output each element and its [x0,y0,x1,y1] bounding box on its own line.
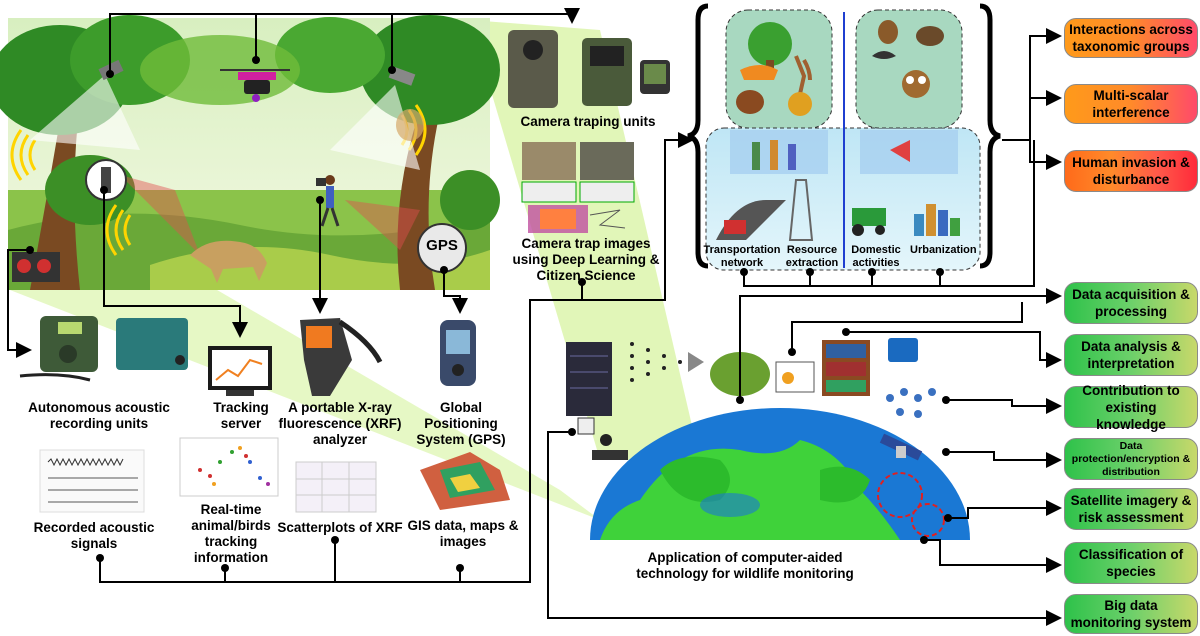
urbanization-label: Urbanization [910,244,977,256]
outcome-text: Multi-scalar interference [1092,88,1170,120]
transport-label: Transportation network [703,244,781,269]
acoustic-recorder-icon [19,316,188,382]
camera-units-label: Camera traping units [520,114,656,129]
server-rack-icon [566,342,612,416]
tarsier-icon [902,70,930,98]
satellite-icon [879,433,923,461]
resource-label: Resource extraction [785,244,839,269]
outcome-text: Contribution to existing knowledge [1082,382,1180,432]
presentation-board-icon [775,361,815,393]
earth-globe [590,408,970,540]
bear-icon [736,90,764,114]
outcome-data-acquisition: Data acquisition & processing [1064,282,1198,324]
xrf-analyzer-icon [300,318,383,396]
megaphone-icon [890,140,910,162]
oil-rig-icon [788,179,814,241]
outcome-text: Interactions across taxonomic groups [1069,22,1193,54]
bat-icon [872,51,896,59]
outcome-text: Classification of species [1078,547,1184,579]
tracking-info-label: Real-time animal/birds tracking informat… [191,502,271,565]
outcome-text: Human invasion & disturbance [1072,155,1190,187]
tracking-scatter-plot [179,437,279,497]
deer-icon [794,55,812,95]
outcome-contribution: Contribution to existing knowledge [1064,383,1198,432]
xrf-label: A portable X-ray fluorescence (XRF) anal… [278,400,402,447]
outcome-multi-scalar: Multi-scalar interference [1064,84,1198,124]
outcome-data-analysis: Data analysis & interpretation [1064,334,1198,376]
hiker-icon [316,175,340,227]
focus-beam [470,20,700,460]
gps-label: Global Positioning System (GPS) [416,400,506,447]
tablet-icon [888,338,918,362]
outcome-classification: Classification of species [1064,542,1198,584]
owl-icon [878,20,898,44]
outcome-text: Big data monitoring system [1070,598,1192,630]
outcome-text: Data protection/encryption & distributio… [1071,439,1191,478]
laptop-icon [577,417,628,460]
right-brace [979,3,1001,269]
acoustic-signals-label: Recorded acoustic signals [33,520,155,551]
camera-trap-icon [508,30,670,108]
forest-scene [0,15,500,290]
domestic-label: Domestic activities [851,244,901,269]
acoustic-signal-plot [39,449,145,513]
city-icon [914,204,960,236]
gps-badge-label: GPS [426,237,458,254]
gis-map [420,452,510,510]
outcome-data-protection: Data protection/encryption & distributio… [1064,438,1198,480]
highlight-circle [877,472,923,518]
outcome-big-data: Big data monitoring system [1064,594,1198,634]
highlight-circle [911,503,945,537]
neural-network-icon [630,342,704,382]
camera-images-label: Camera trap images using Deep Learning &… [512,236,660,283]
outcome-text: Satellite imagery & risk assessment [1070,493,1192,525]
outcome-interactions: Interactions across taxonomic groups [1064,18,1198,58]
lion-icon [788,92,812,116]
drone-icon [220,69,290,102]
connector-lines [7,8,1062,626]
scatterplots-label: Scatterplots of XRF [277,520,403,535]
monkey-icon [396,109,424,141]
hikers-icon [752,140,796,170]
left-brace [687,3,709,269]
gps-device-icon [440,320,476,386]
camera-trap-images [521,142,635,233]
outcome-satellite: Satellite imagery & risk assessment [1064,488,1198,530]
signal-arcs-left [10,129,132,256]
tracking-server-label: Tracking server [213,400,269,431]
threat-panel [705,9,981,271]
hedgehog-icon [916,26,944,46]
tiger-icon [740,65,778,80]
people-network-icon [886,388,936,418]
tracking-monitor-icon [208,346,272,396]
tree-icon [748,22,792,66]
tractor-icon [852,208,886,226]
xrf-scatter-matrix [295,461,377,513]
jackal-icon [190,240,267,283]
outcome-human-invasion: Human invasion & disturbance [1064,150,1198,192]
outcome-text: Data acquisition & processing [1072,287,1190,319]
outcome-text: Data analysis & interpretation [1081,339,1181,371]
acoustic-units-label: Autonomous acoustic recording units [28,400,170,431]
connector-dots [26,56,952,572]
bookshelf-icon [822,340,870,396]
gis-label: GIS data, maps & images [407,518,519,549]
application-label: Application of computer-aided technology… [636,550,854,581]
